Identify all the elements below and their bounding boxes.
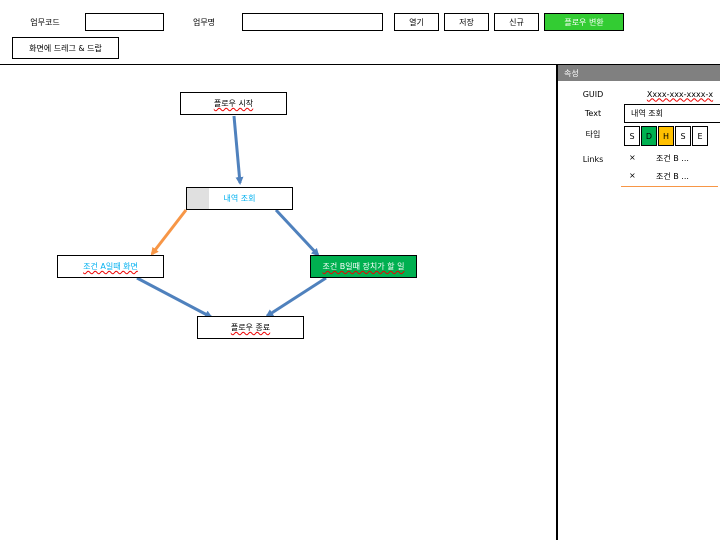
- properties-panel: 속성 GUID Xxxx-xxx-xxxx-x Text 내역 조회 타입 S …: [557, 64, 720, 540]
- links-label: Links: [582, 154, 604, 164]
- task-name-input[interactable]: [242, 13, 383, 31]
- type-option-s-label: S: [629, 131, 635, 141]
- task-name-label: 업무명: [192, 17, 216, 27]
- type-option-s2-label: S: [680, 131, 686, 141]
- save-button-label: 저장: [459, 17, 474, 27]
- type-option-d[interactable]: D: [641, 126, 657, 146]
- link-remove-icon[interactable]: ×: [629, 153, 636, 162]
- type-option-s2[interactable]: S: [675, 126, 691, 146]
- type-option-d-label: D: [645, 131, 653, 141]
- flow-node-cond-b[interactable]: 조건 B일때 장치가 할 일: [310, 255, 417, 278]
- text-label: Text: [584, 108, 602, 118]
- new-button[interactable]: 신규: [494, 13, 539, 31]
- flow-node-cond-a[interactable]: 조건 A일때 화면: [57, 255, 164, 278]
- type-label: 타입: [585, 129, 601, 139]
- type-option-h[interactable]: H: [658, 126, 674, 146]
- flow-arrows: [136, 115, 327, 319]
- node-selection-handle[interactable]: [187, 188, 209, 209]
- task-code-label: 업무코드: [30, 17, 60, 27]
- flow-node-start-label: 플로우 시작: [213, 99, 254, 108]
- flow-node-cond-a-label: 조건 A일때 화면: [83, 262, 138, 271]
- arrow-start-to-inquiry: [232, 115, 244, 185]
- type-option-e-label: E: [697, 131, 703, 141]
- guid-label: GUID: [582, 89, 604, 99]
- convert-flow-button-label: 플로우 변환: [564, 17, 604, 27]
- new-button-label: 신규: [509, 17, 524, 27]
- link-remove-icon[interactable]: ×: [629, 171, 636, 180]
- type-selector: S D H S E: [624, 126, 714, 146]
- open-button-label: 열기: [409, 17, 424, 27]
- text-input-value: 내역 조회: [631, 109, 663, 118]
- flow-node-cond-b-label: 조건 B일때 장치가 할 일: [322, 262, 405, 271]
- links-underline: [621, 186, 718, 187]
- convert-flow-button[interactable]: 플로우 변환: [544, 13, 624, 31]
- open-button[interactable]: 열기: [394, 13, 439, 31]
- flow-node-end-label: 플로우 종료: [230, 323, 271, 332]
- type-option-s[interactable]: S: [624, 126, 640, 146]
- properties-title: 속성: [564, 68, 579, 78]
- type-option-e[interactable]: E: [692, 126, 708, 146]
- task-code-input[interactable]: [85, 13, 164, 31]
- save-button[interactable]: 저장: [444, 13, 489, 31]
- link-name[interactable]: 조건 B ...: [656, 172, 689, 181]
- link-item: × 조건 B ...: [624, 169, 720, 185]
- flow-node-end[interactable]: 플로우 종료: [197, 316, 304, 339]
- drag-drop-button-label: 화면에 드레그 & 드랍: [29, 43, 102, 53]
- guid-value-text: Xxxx-xxx-xxxx-x: [646, 89, 714, 99]
- properties-header: 속성: [558, 65, 720, 81]
- flow-node-start[interactable]: 플로우 시작: [180, 92, 287, 115]
- link-item: × 조건 B ...: [624, 151, 720, 167]
- arrow-inquiry-to-cond-a: [150, 209, 188, 256]
- links-list: × 조건 B ... × 조건 B ...: [621, 151, 720, 187]
- flow-node-inquiry-label: 내역 조회: [223, 194, 256, 203]
- flow-canvas[interactable]: 플로우 시작 내역 조회 조건 A일때 화면 조건 B일때 장치가 할 일 플로…: [0, 64, 557, 540]
- type-option-h-label: H: [662, 131, 669, 141]
- drag-drop-button[interactable]: 화면에 드레그 & 드랍: [12, 37, 119, 59]
- arrow-cond-a-to-end: [136, 276, 213, 319]
- arrow-inquiry-to-cond-b: [274, 208, 320, 257]
- link-name[interactable]: 조건 B ...: [656, 154, 689, 163]
- flow-node-inquiry[interactable]: 내역 조회: [186, 187, 293, 210]
- arrow-cond-b-to-end: [265, 276, 327, 318]
- guid-value: Xxxx-xxx-xxxx-x: [640, 87, 720, 101]
- text-input[interactable]: 내역 조회: [624, 104, 720, 123]
